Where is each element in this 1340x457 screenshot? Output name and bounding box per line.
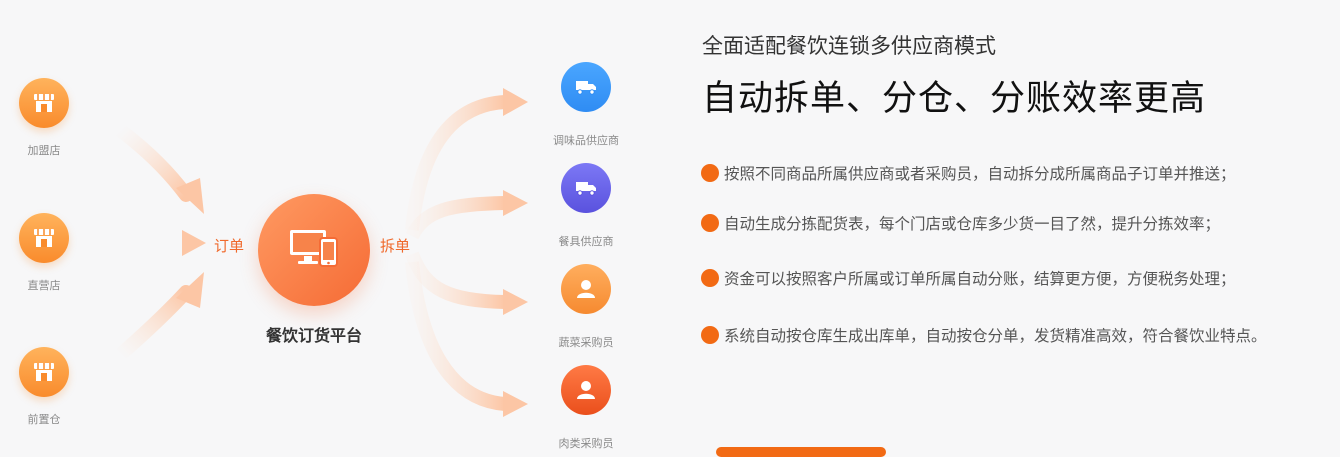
desktop-mobile-icon bbox=[288, 228, 340, 272]
feature-item: 按照不同商品所属供应商或者采购员，自动拆分成所属商品子订单并推送； bbox=[701, 162, 1236, 184]
section-headline: 自动拆单、分仓、分账效率更高 bbox=[702, 79, 1207, 119]
platform-hub bbox=[258, 194, 370, 306]
feature-text: 按照不同商品所属供应商或者采购员，自动拆分成所属商品子订单并推送； bbox=[724, 165, 1236, 183]
supplier-tableware: 餐具供应商 bbox=[541, 163, 631, 249]
buyer-vegetable: 蔬菜采购员 bbox=[541, 264, 631, 350]
bullet-dot-icon bbox=[701, 214, 719, 232]
store-franchise: 加盟店 bbox=[14, 78, 74, 158]
store-label: 直营店 bbox=[27, 279, 61, 292]
order-label: 订单 bbox=[214, 237, 245, 255]
truck-icon bbox=[561, 163, 611, 213]
storefront-icon bbox=[19, 213, 69, 263]
inflow-arrow-1 bbox=[113, 123, 204, 214]
buyer-meat: 肉类采购员 bbox=[541, 365, 631, 451]
person-icon bbox=[561, 365, 611, 415]
store-direct: 直营店 bbox=[14, 213, 74, 293]
outflow-arrow-2 bbox=[405, 190, 528, 240]
outflow-arrow-4 bbox=[405, 261, 528, 417]
feature-item: 资金可以按照客户所属或订单所属自动分账，结算更方便，方便税务处理； bbox=[701, 267, 1236, 289]
feature-text: 系统自动按仓库生成出库单，自动按仓分单，发货精准高效，符合餐饮业特点。 bbox=[724, 327, 1267, 345]
feature-text: 自动生成分拣配货表，每个门店或仓库多少货一目了然，提升分拣效率； bbox=[724, 215, 1221, 233]
supplier-label: 肉类采购员 bbox=[558, 437, 614, 450]
supplier-label: 调味品供应商 bbox=[553, 134, 619, 147]
inflow-arrow-2 bbox=[90, 230, 206, 256]
feature-item: 自动生成分拣配货表，每个门店或仓库多少货一目了然，提升分拣效率； bbox=[701, 212, 1220, 234]
section-subtitle: 全面适配餐饮连锁多供应商模式 bbox=[702, 34, 996, 58]
feature-item: 系统自动按仓库生成出库单，自动按仓分单，发货精准高效，符合餐饮业特点。 bbox=[701, 324, 1267, 346]
storefront-icon bbox=[19, 347, 69, 397]
cta-button[interactable] bbox=[716, 447, 886, 457]
store-label: 前置仓 bbox=[27, 413, 61, 426]
truck-icon bbox=[561, 62, 611, 112]
bullet-dot-icon bbox=[701, 326, 719, 344]
store-label: 加盟店 bbox=[27, 144, 61, 157]
hub-label: 餐饮订货平台 bbox=[265, 326, 362, 345]
supplier-label: 蔬菜采购员 bbox=[558, 336, 614, 349]
storefront-icon bbox=[19, 78, 69, 128]
bullet-dot-icon bbox=[701, 164, 719, 182]
inflow-arrow-3 bbox=[113, 272, 204, 362]
outflow-arrow-3 bbox=[405, 251, 528, 315]
bullet-dot-icon bbox=[701, 269, 719, 287]
supplier-seasoning: 调味品供应商 bbox=[541, 62, 631, 148]
store-front-warehouse: 前置仓 bbox=[14, 347, 74, 427]
supplier-label: 餐具供应商 bbox=[558, 235, 614, 248]
person-icon bbox=[561, 264, 611, 314]
feature-text: 资金可以按照客户所属或订单所属自动分账，结算更方便，方便税务处理； bbox=[724, 270, 1236, 288]
outflow-arrow-1 bbox=[405, 88, 528, 231]
split-label: 拆单 bbox=[380, 237, 411, 255]
